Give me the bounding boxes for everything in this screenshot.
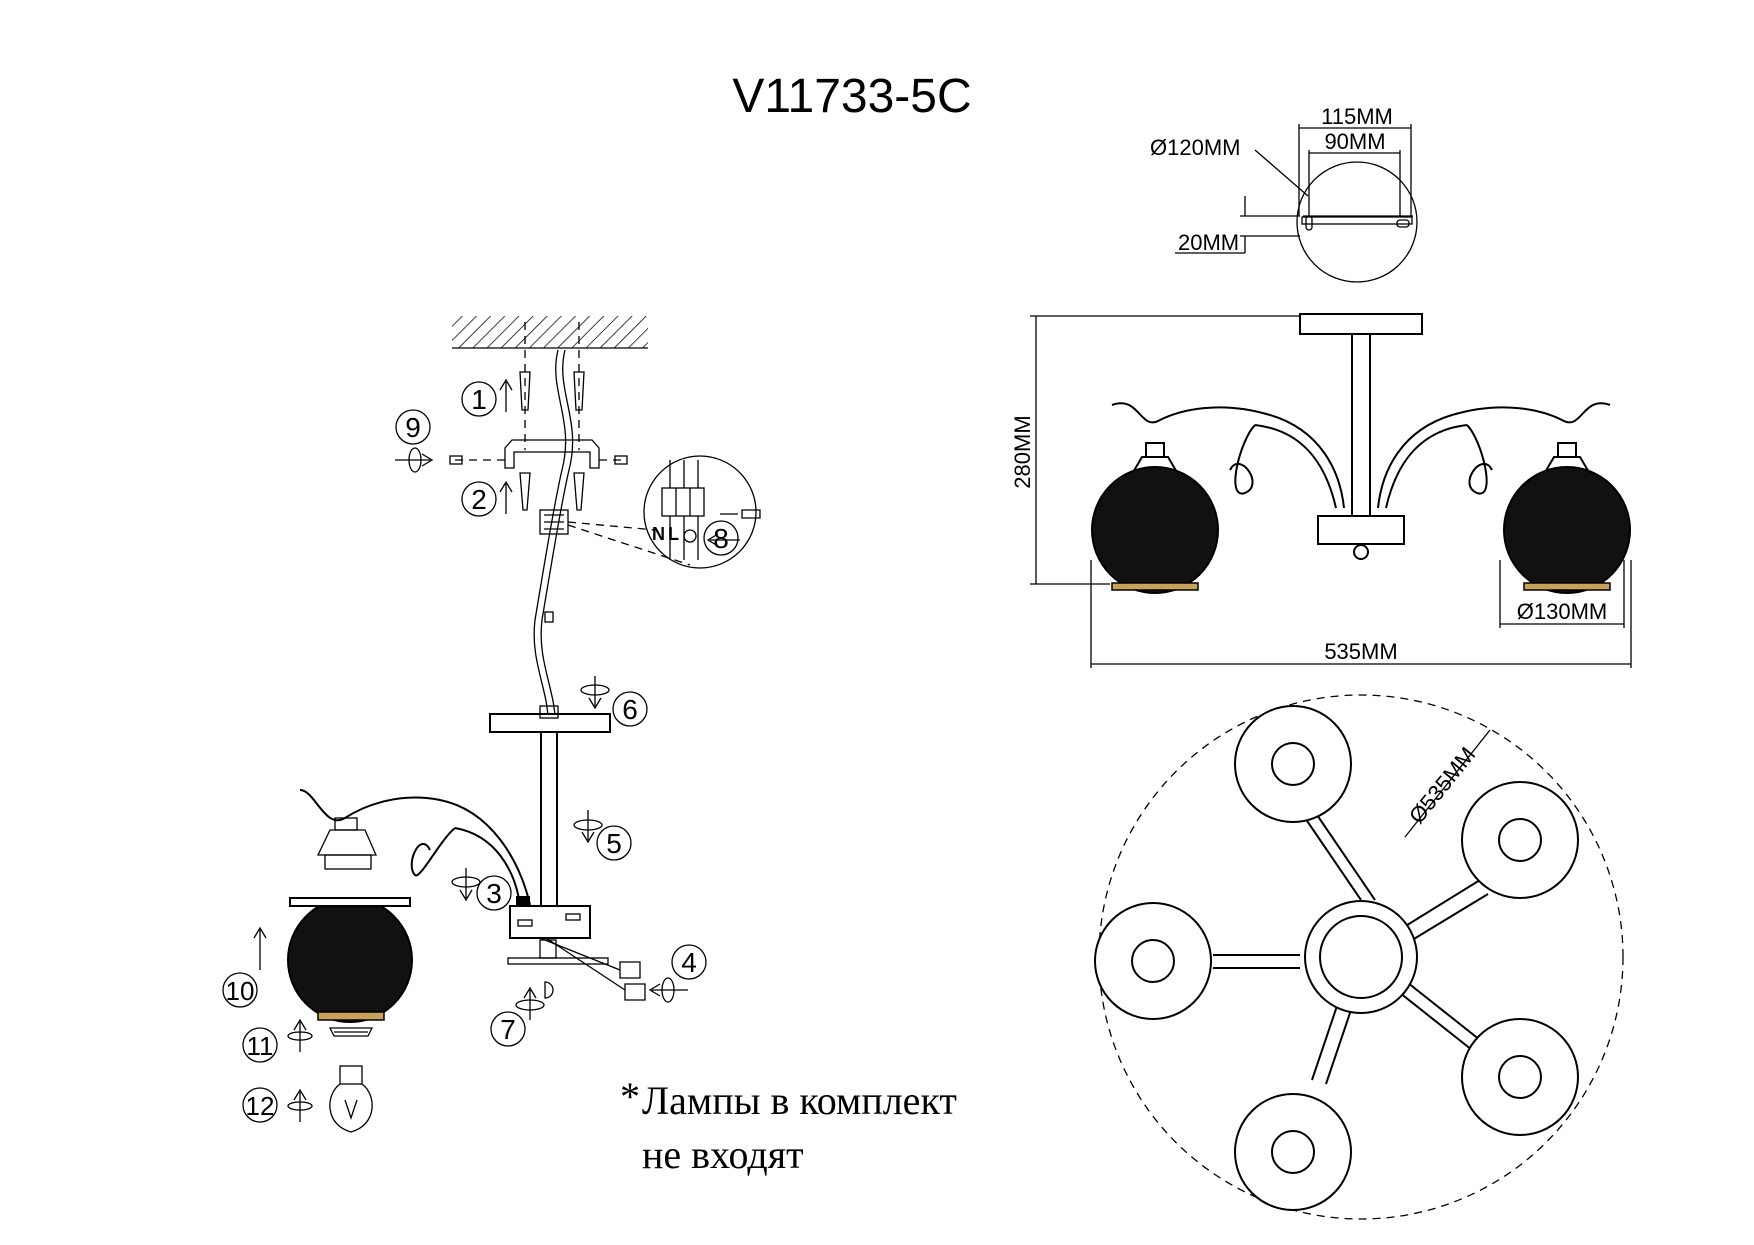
bottom-view xyxy=(1094,694,1624,1220)
step-6-label: 6 xyxy=(622,694,638,725)
wire-neutral-label: N xyxy=(652,524,665,544)
dim-top-plate-width: 115MM xyxy=(1321,104,1393,129)
dim-overall-width: 535MM xyxy=(1324,639,1397,664)
step-10-label: 10 xyxy=(226,976,255,1006)
step-2-label: 2 xyxy=(471,484,487,515)
note-line-2: не входят xyxy=(642,1132,804,1177)
dim-canopy-diameter: Ø120MM xyxy=(1150,135,1240,160)
dim-hole-spacing: 90MM xyxy=(1324,129,1385,154)
wire-live-label: L xyxy=(668,524,679,544)
dim-hole-offset: 20MM xyxy=(1178,230,1239,255)
front-view xyxy=(1030,313,1632,668)
note-line-1: Лампы в комплект xyxy=(642,1078,957,1123)
canopy-top-view xyxy=(1175,124,1418,283)
note-asterisk: * xyxy=(620,1074,640,1119)
step-1-label: 1 xyxy=(471,384,487,415)
step-4-label: 4 xyxy=(681,947,697,978)
model-title: V11733-5C xyxy=(732,70,971,123)
dim-height: 280MM xyxy=(1010,415,1035,488)
step-8-label: 8 xyxy=(713,523,729,554)
step-5-label: 5 xyxy=(606,828,622,859)
step-9-label: 9 xyxy=(405,412,421,443)
step-7-label: 7 xyxy=(500,1014,516,1045)
step-11-label: 11 xyxy=(247,1031,274,1061)
dim-shade-diameter: Ø130MM xyxy=(1517,599,1607,624)
assembly-view xyxy=(222,316,761,1133)
step-12-label: 12 xyxy=(246,1091,275,1121)
step-3-label: 3 xyxy=(486,878,502,909)
